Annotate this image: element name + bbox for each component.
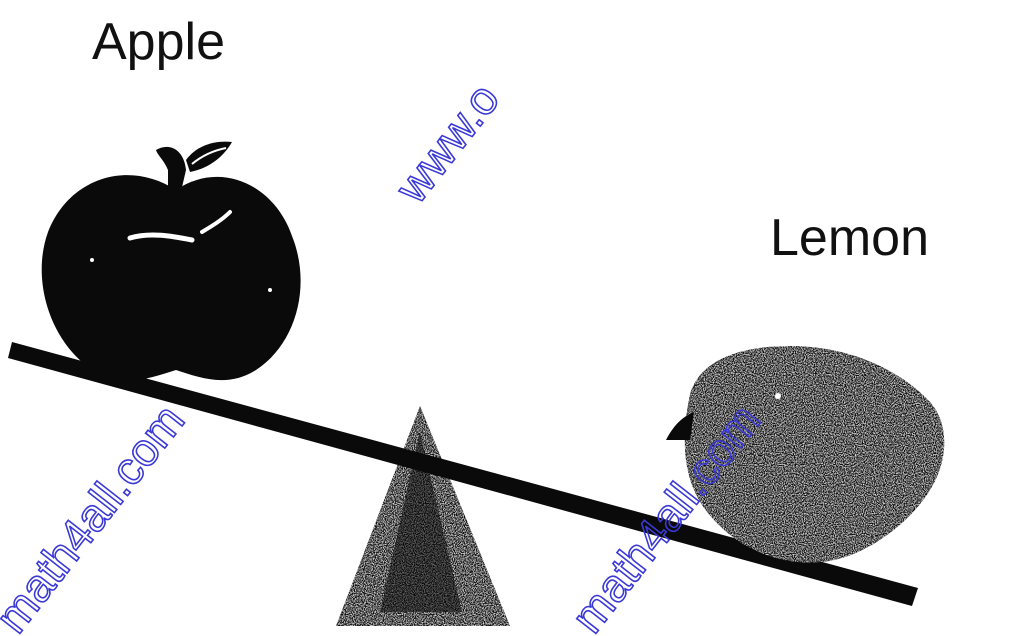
lemon-icon — [666, 346, 945, 563]
lemon-label: Lemon — [770, 209, 929, 267]
watermark-site: www.o — [384, 73, 509, 213]
apple-icon — [41, 141, 301, 381]
apple-label: Apple — [92, 13, 225, 71]
fulcrum-triangle — [336, 406, 510, 626]
seesaw-plank — [8, 342, 918, 606]
watermark-domain-left: math4all.com — [0, 395, 194, 636]
